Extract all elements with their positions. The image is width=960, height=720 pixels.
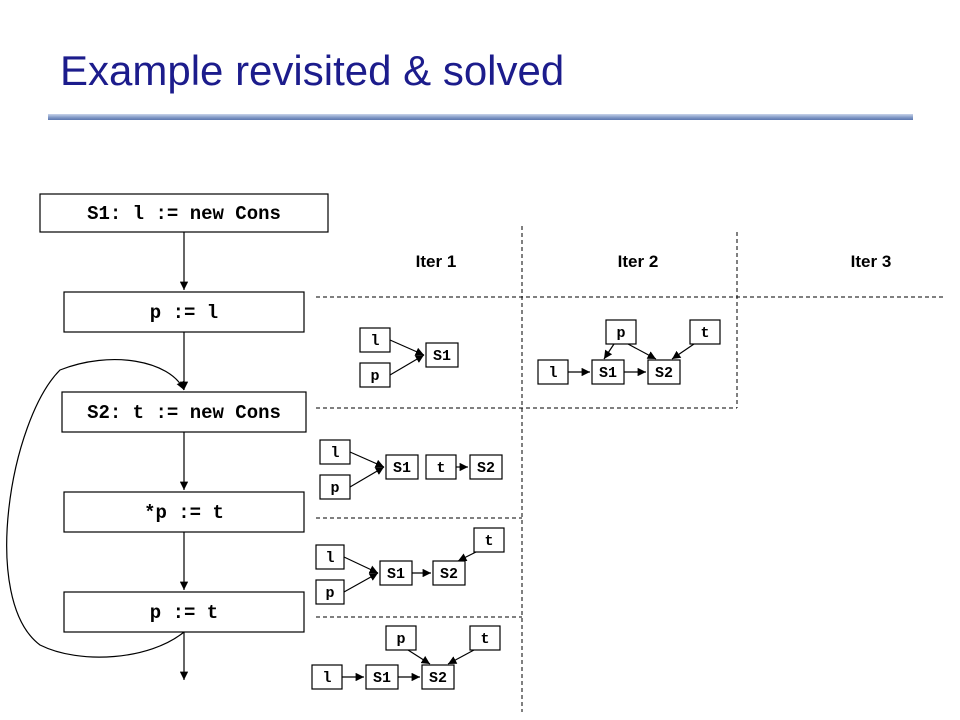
stmt-store: *p := t <box>144 502 224 524</box>
node-s1 <box>425 342 459 368</box>
node-s1-label: S1 <box>373 670 391 687</box>
node-s2-label: S2 <box>477 460 495 477</box>
edge-loop-back <box>6 359 185 658</box>
node-p <box>319 474 351 500</box>
node-l-label: l <box>370 333 379 350</box>
node-l <box>359 327 391 353</box>
title-underline <box>48 114 913 120</box>
node-t <box>469 625 501 651</box>
stmt-s1: S1: l := new Cons <box>87 203 281 225</box>
graph-iter1-c: l p S1 S2 t <box>315 527 505 605</box>
edge-t-s2 <box>671 343 695 360</box>
stmt-s2: S2: t := new Cons <box>87 402 281 424</box>
stmt-p-l: p := l <box>150 302 218 324</box>
node-l-label: l <box>325 550 334 567</box>
node-p <box>605 319 637 345</box>
stmt-p-l-box <box>63 291 305 333</box>
stmt-store-box <box>63 491 305 533</box>
stmt-s2-box <box>61 391 307 433</box>
graph-iter2-a: p t l S1 S2 <box>537 319 721 385</box>
iter-2-label: Iter 2 <box>618 252 659 271</box>
node-t <box>689 319 721 345</box>
edge-p-s1 <box>349 466 385 488</box>
node-l <box>319 439 351 465</box>
node-s2 <box>421 664 455 690</box>
node-l-label: l <box>548 365 557 382</box>
node-s2 <box>432 560 466 586</box>
node-t-label: t <box>480 631 489 648</box>
stmt-p-t-box <box>63 591 305 633</box>
node-s1 <box>379 560 413 586</box>
node-l <box>311 664 343 690</box>
node-p-label: p <box>325 585 334 602</box>
graph-iter1-a: l p S1 <box>359 327 459 388</box>
graph-iter1-b: l p S1 t S2 <box>319 439 503 500</box>
node-l-label: l <box>322 670 331 687</box>
node-s2 <box>647 359 681 385</box>
edge-p-s1 <box>603 343 615 360</box>
node-s2-label: S2 <box>429 670 447 687</box>
edge-p-s1 <box>389 354 425 376</box>
node-p <box>385 625 417 651</box>
cfg: S1: l := new Cons p := l S2: t := new Co… <box>6 193 329 680</box>
node-p-label: p <box>370 368 379 385</box>
edge-p-s2 <box>407 649 431 665</box>
edge-p-s1 <box>343 572 379 593</box>
edge-t-s2 <box>457 551 477 562</box>
iter-3-label: Iter 3 <box>851 252 892 271</box>
node-s1 <box>385 454 419 480</box>
edge-l-s1 <box>343 556 379 574</box>
iteration-grid <box>316 226 946 712</box>
node-p <box>315 579 345 605</box>
node-t <box>473 527 505 553</box>
node-t-label: t <box>436 460 445 477</box>
node-s2-label: S2 <box>655 365 673 382</box>
edge-l-s1 <box>389 339 425 356</box>
node-p <box>359 362 391 388</box>
node-s2 <box>469 454 503 480</box>
graph-iter1-d: p t l S1 S2 <box>311 625 501 690</box>
node-l <box>537 359 569 385</box>
node-p-label: p <box>616 325 625 342</box>
edge-t-s2 <box>447 649 475 665</box>
node-l-label: l <box>330 445 339 462</box>
slide-title: Example revisited & solved <box>60 47 565 94</box>
node-t-label: t <box>700 325 709 342</box>
stmt-p-t: p := t <box>150 602 218 624</box>
node-l <box>315 544 345 570</box>
edge-p-s2 <box>627 343 657 360</box>
node-s1-label: S1 <box>387 566 405 583</box>
node-p-label: p <box>396 631 405 648</box>
node-p-label: p <box>330 480 339 497</box>
iter-1-label: Iter 1 <box>416 252 457 271</box>
node-s1-label: S1 <box>433 348 451 365</box>
node-s1-label: S1 <box>599 365 617 382</box>
node-s2-label: S2 <box>440 566 458 583</box>
node-s1-label: S1 <box>393 460 411 477</box>
edge-l-s1 <box>349 451 385 468</box>
node-s1 <box>591 359 625 385</box>
node-t-label: t <box>484 533 493 550</box>
